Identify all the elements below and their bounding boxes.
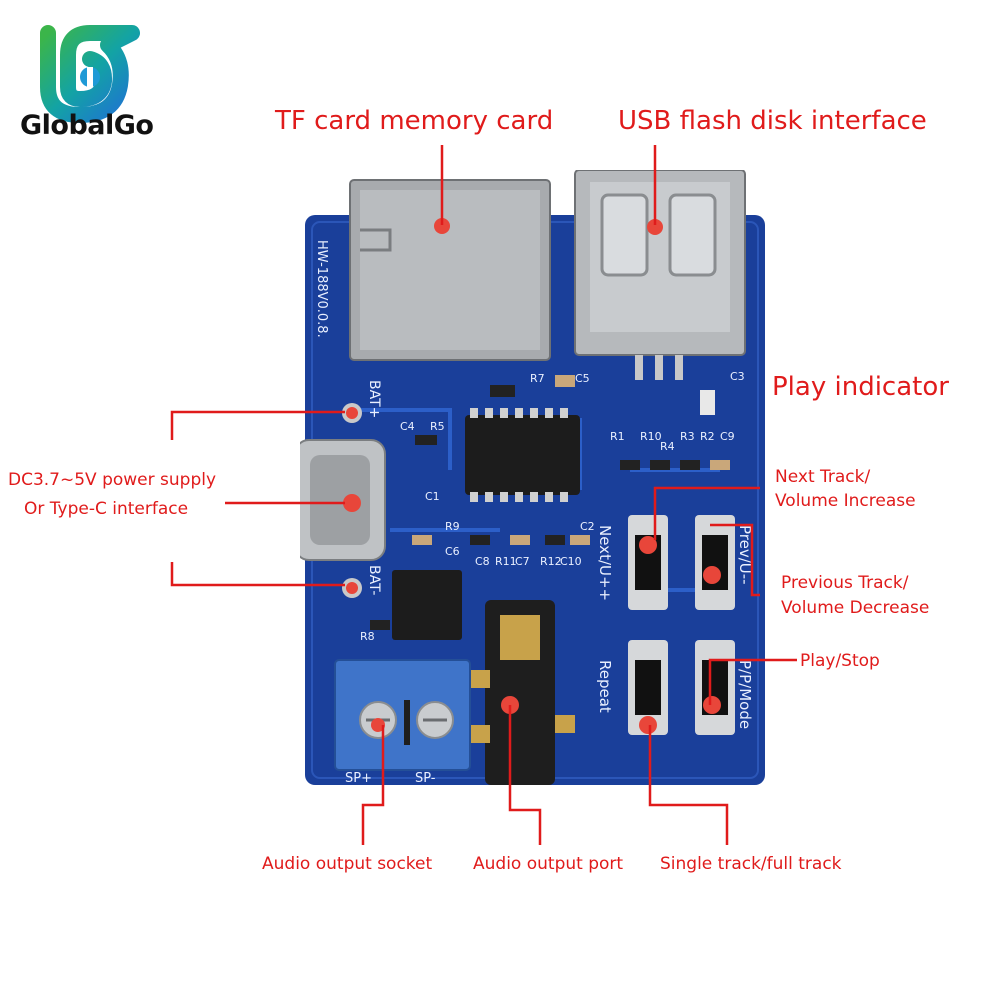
sp-plus-label: SP+ (345, 771, 372, 786)
next-track-label: Next Track/ (775, 467, 871, 487)
bat-minus-label: BAT- (366, 565, 382, 595)
type-c-label: Or Type-C interface (24, 499, 189, 519)
brand-name: GlobalGo (20, 110, 154, 141)
comp-r7: R7 (530, 372, 545, 385)
tf-card-label: TF card memory card (275, 106, 554, 136)
bat-plus-label: BAT+ (366, 380, 382, 418)
comp-r4: R4 (660, 440, 675, 453)
comp-c4: C4 (400, 420, 415, 433)
comp-c8: C8 (475, 555, 490, 568)
comp-r12: R12 (540, 555, 562, 568)
sp-minus-label: SP- (415, 771, 436, 786)
comp-r10: R10 (640, 430, 662, 443)
comp-c5: C5 (575, 372, 590, 385)
comp-c2: C2 (580, 520, 595, 533)
comp-r5: R5 (430, 420, 445, 433)
comp-c9: C9 (720, 430, 735, 443)
comp-c3: C3 (730, 370, 745, 383)
mode-silk-label: P/P/Mode (736, 660, 754, 729)
comp-r1: R1 (610, 430, 625, 443)
audio-output-socket-label: Audio output socket (262, 854, 433, 874)
mp3-decoder-board: HW-188V0.0.8. BAT+ BAT- Next/U++ Prev/U-… (300, 170, 765, 786)
previous-track-label: Previous Track/ (781, 573, 909, 593)
comp-c6: C6 (445, 545, 460, 558)
comp-r3: R3 (680, 430, 695, 443)
usb-label: USB flash disk interface (618, 106, 927, 136)
comp-c10: C10 (560, 555, 582, 568)
single-full-track-label: Single track/full track (660, 854, 842, 874)
audio-output-port-label: Audio output port (473, 854, 624, 874)
prev-silk-label: Prev/U-- (736, 525, 754, 585)
comp-r9: R9 (445, 520, 460, 533)
power-supply-label: DC3.7~5V power supply (8, 470, 217, 490)
repeat-silk-label: Repeat (596, 660, 614, 713)
comp-c1: C1 (425, 490, 440, 503)
board-model: HW-188V0.0.8. (314, 240, 329, 338)
play-indicator-label: Play indicator (772, 372, 949, 402)
volume-increase-label: Volume Increase (775, 491, 916, 511)
volume-decrease-label: Volume Decrease (781, 598, 930, 618)
comp-c7: C7 (515, 555, 530, 568)
next-silk-label: Next/U++ (596, 525, 614, 601)
comp-r11: R11 (495, 555, 517, 568)
comp-r2: R2 (700, 430, 715, 443)
tf-marker (434, 218, 450, 234)
play-stop-label: Play/Stop (800, 651, 880, 671)
comp-r8: R8 (360, 630, 375, 643)
globalgo-logo-icon (40, 25, 140, 123)
